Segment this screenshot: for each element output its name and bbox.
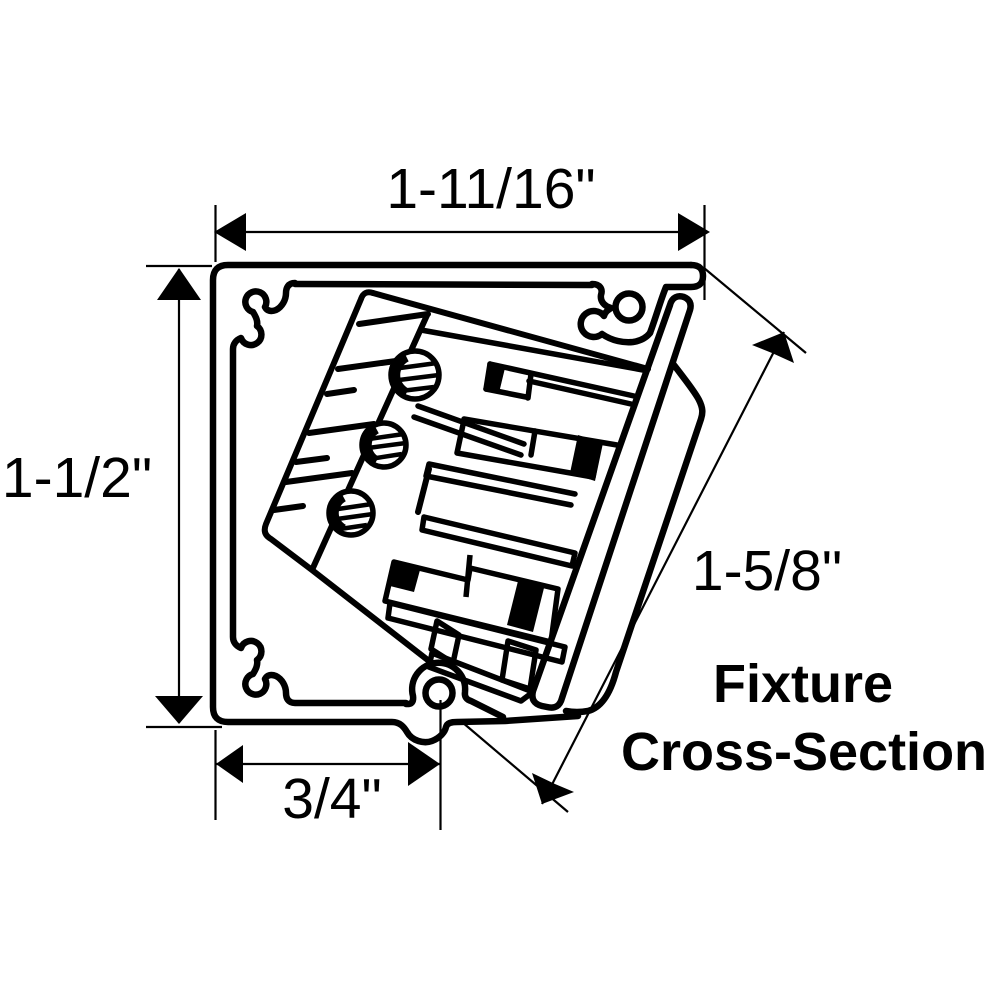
svg-text:3/4": 3/4": [282, 767, 381, 831]
svg-text:1-1/2": 1-1/2": [2, 446, 152, 510]
svg-text:Fixture: Fixture: [713, 654, 893, 714]
svg-text:Cross-Section: Cross-Section: [621, 722, 987, 782]
svg-text:1-11/16": 1-11/16": [386, 157, 595, 221]
svg-text:1-5/8": 1-5/8": [692, 539, 842, 603]
